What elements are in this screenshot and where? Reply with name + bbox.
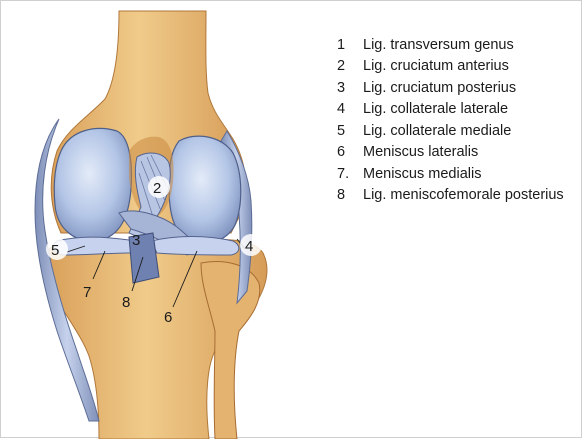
marker-8: 8 [122, 294, 130, 311]
svg-text:6: 6 [164, 309, 172, 326]
lateral-femoral-condyle [169, 136, 241, 243]
svg-text:3: 3 [132, 232, 140, 249]
legend-number: 7. [337, 166, 363, 182]
svg-text:8: 8 [122, 294, 130, 311]
legend-number: 5 [337, 123, 363, 139]
legend-text: Lig. transversum genus [363, 37, 514, 53]
lateral-meniscus [151, 237, 239, 256]
marker-5: 5 [46, 238, 68, 260]
svg-text:7: 7 [83, 284, 91, 301]
legend-number: 3 [337, 80, 363, 96]
legend-number: 8 [337, 187, 363, 203]
legend-number: 4 [337, 101, 363, 117]
legend-text: Lig. meniscofemorale posterius [363, 187, 564, 203]
legend-text: Meniscus lateralis [363, 144, 478, 160]
svg-text:5: 5 [51, 242, 59, 259]
svg-text:4: 4 [245, 238, 253, 255]
legend-text: Lig. cruciatum anterius [363, 58, 509, 74]
legend-text: Meniscus medialis [363, 166, 481, 182]
legend-text: Lig. collaterale mediale [363, 123, 511, 139]
legend-number: 2 [337, 58, 363, 74]
legend-text: Lig. cruciatum posterius [363, 80, 516, 96]
legend-number: 1 [337, 37, 363, 53]
marker-2: 2 [148, 176, 170, 198]
svg-text:2: 2 [153, 180, 161, 197]
legend-text: Lig. collaterale laterale [363, 101, 508, 117]
marker-4: 4 [240, 234, 262, 256]
marker-7: 7 [83, 284, 91, 301]
marker-3: 3 [132, 232, 140, 249]
medial-femoral-condyle [54, 128, 131, 241]
marker-6: 6 [164, 309, 172, 326]
legend-item: 7.Meniscus medialis [337, 163, 564, 185]
legend-number: 6 [337, 144, 363, 160]
